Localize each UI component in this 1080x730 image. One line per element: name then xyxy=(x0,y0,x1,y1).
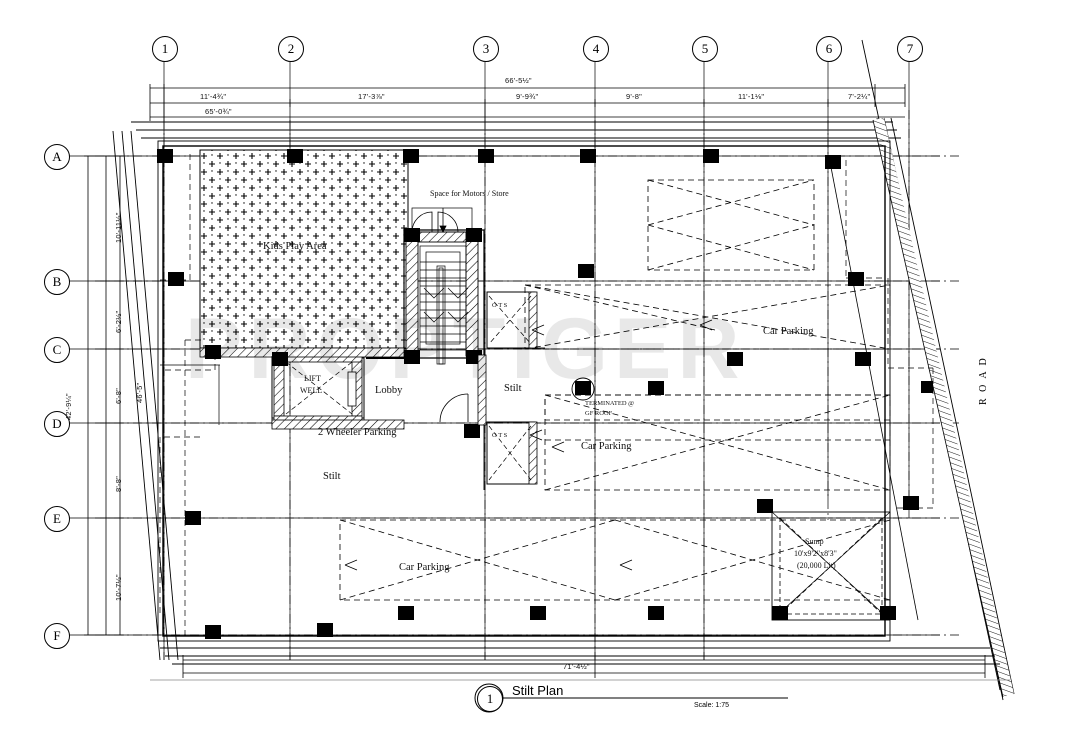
room-label-lobby: Lobby xyxy=(375,385,403,396)
grid-bubble-column-1[interactable]: 1 xyxy=(152,36,178,62)
dimension-top-segment-6: 7'-2¼" xyxy=(848,92,871,101)
room-label-car-parking-bottom: Car Parking xyxy=(399,562,450,573)
grid-bubble-row-e[interactable]: E xyxy=(44,506,70,532)
dimension-left-segment-2: 6'-2½" xyxy=(114,310,123,333)
grid-bubble-column-2[interactable]: 2 xyxy=(278,36,304,62)
dimension-top-segment-5: 11'-1⅛" xyxy=(738,92,765,101)
grid-bubble-row-c[interactable]: C xyxy=(44,337,70,363)
room-label-space-for-motors: Space for Motors / Store xyxy=(430,189,509,198)
room-label-ots-upper: O T S xyxy=(492,302,508,309)
sump-label-dimensions: 10'x9'2"x8'3" xyxy=(794,549,837,558)
grid-bubble-row-a[interactable]: A xyxy=(44,144,70,170)
title-block-sheet-number[interactable]: 1 xyxy=(477,686,503,712)
title-block-scale: Scale: 1:75 xyxy=(694,702,730,709)
room-label-car-parking-middle: Car Parking xyxy=(581,441,632,452)
dimension-top-segment-3: 9'-9¾" xyxy=(516,92,539,101)
grid-bubble-column-4[interactable]: 4 xyxy=(583,36,609,62)
dimension-left-slant: 46'-5" xyxy=(135,382,144,403)
grid-bubble-column-7[interactable]: 7 xyxy=(897,36,923,62)
room-label-two-wheeler-parking: 2 Wheeler Parking xyxy=(318,427,397,438)
dimension-left-segment-1: 10'-11½" xyxy=(114,212,123,243)
dimension-bottom-overall: 71'-4½" xyxy=(563,662,590,671)
room-label-stilt-lower: Stilt xyxy=(323,471,341,482)
title-block-title: Stilt Plan xyxy=(512,683,564,698)
room-label-lift-well-line2: WELL xyxy=(300,386,323,395)
dimension-left-segment-4: 8'-8" xyxy=(114,476,123,492)
road-label: R O A D xyxy=(978,356,989,405)
watermark-proptiger: PROPTIGER xyxy=(185,301,746,397)
room-label-stilt-middle: Stilt xyxy=(504,383,522,394)
room-label-lift-well-line1: LIFT xyxy=(304,374,321,383)
dimension-top-overall: 66'-5½" xyxy=(505,76,532,85)
dimension-left-segment-3: 6'-8" xyxy=(114,388,123,404)
dimension-top-segment-2: 17'-3⅞" xyxy=(358,92,385,101)
dimension-top-secondary: 65'-0¾" xyxy=(205,107,232,116)
grid-bubble-column-3[interactable]: 3 xyxy=(473,36,499,62)
dimension-top-segment-1: 11'-4¾" xyxy=(200,92,227,101)
sump-label-name: Sump xyxy=(805,537,824,546)
sump-label-capacity: (20,000 Lit) xyxy=(797,561,836,570)
note-terminated-line2: GF ROOF xyxy=(585,410,613,417)
grid-bubble-row-d[interactable]: D xyxy=(44,411,70,437)
dimension-top-segment-4: 9'-8" xyxy=(626,92,642,101)
grid-bubble-column-6[interactable]: 6 xyxy=(816,36,842,62)
grid-bubble-row-b[interactable]: B xyxy=(44,269,70,295)
room-label-ots-lower: O T S xyxy=(492,432,508,439)
grid-bubble-column-5[interactable]: 5 xyxy=(692,36,718,62)
dimension-left-overall: 42'-9¼" xyxy=(64,393,73,420)
room-label-car-parking-right-top: Car Parking xyxy=(763,326,814,337)
note-terminated-line1: TERMINATED @ xyxy=(585,400,635,407)
grid-bubble-row-f[interactable]: F xyxy=(44,623,70,649)
room-label-kids-play-area: Kids Play Area xyxy=(263,241,327,252)
dimension-left-segment-5: 10'-7½" xyxy=(114,574,123,601)
